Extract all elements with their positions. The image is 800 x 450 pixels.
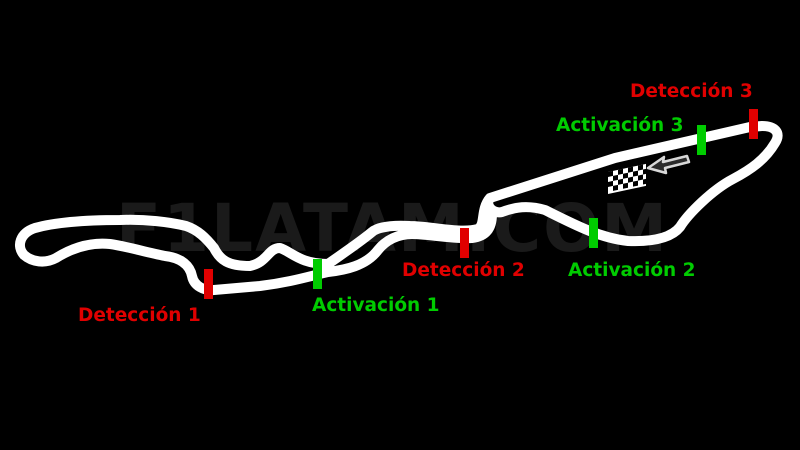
activation-marker-1 — [313, 259, 322, 289]
activation-marker-2 — [589, 218, 598, 248]
label-detection-1: Detección 1 — [78, 305, 201, 326]
direction-arrow-icon — [646, 154, 691, 175]
checkered-flag-icon — [608, 163, 646, 194]
detection-marker-3 — [749, 109, 758, 139]
label-activation-1: Activación 1 — [312, 295, 440, 316]
label-detection-2: Detección 2 — [402, 260, 525, 281]
detection-marker-2 — [460, 228, 469, 258]
activation-marker-3 — [697, 125, 706, 155]
label-activation-2: Activación 2 — [568, 260, 696, 281]
circuit-track — [15, 121, 783, 296]
detection-marker-1 — [204, 269, 213, 299]
label-detection-3: Detección 3 — [630, 81, 753, 102]
label-activation-3: Activación 3 — [556, 115, 684, 136]
